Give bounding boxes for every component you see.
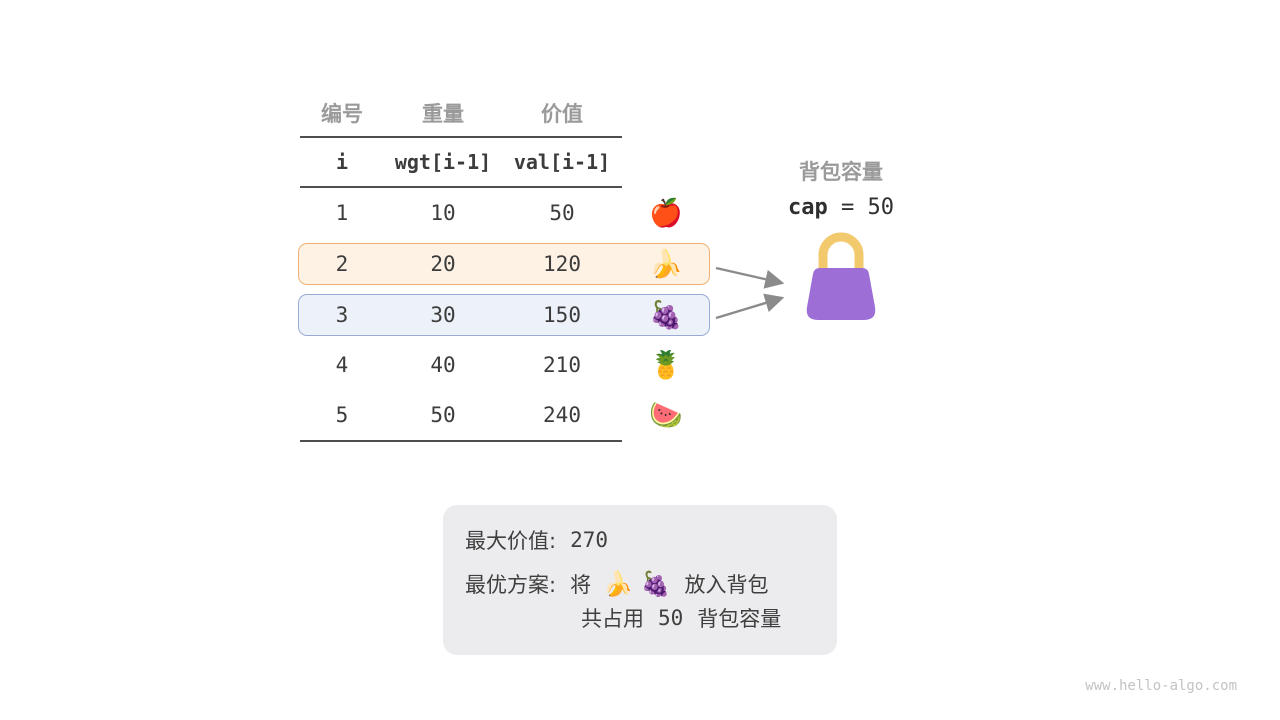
handbag-icon: [806, 232, 876, 320]
table-row: 3 30 150 🍇: [300, 290, 710, 340]
header-weight: 重量: [422, 102, 464, 126]
table-row: 5 50 240 🍉: [300, 390, 710, 440]
plan-fruit-icons: 🍌 🍇: [603, 570, 671, 598]
capacity-equation: cap = 50: [762, 195, 920, 220]
apple-fruit-icon: 🍎: [649, 197, 683, 229]
cell-wgt: 30: [430, 303, 456, 327]
cell-i: 4: [335, 353, 349, 377]
usage-value: 50: [658, 606, 684, 630]
plan-post-text: 放入背包: [684, 573, 769, 597]
cell-val: 240: [543, 403, 581, 427]
arrow-banana-to-bag: [715, 266, 785, 289]
cap-variable: cap: [788, 195, 828, 220]
table-rule-top: [300, 136, 622, 138]
cell-wgt: 40: [430, 353, 456, 377]
cell-val: 50: [549, 201, 575, 225]
table-row: 4 40 210 🍍: [300, 340, 710, 390]
grapes-fruit-icon: 🍇: [649, 299, 683, 331]
banana-fruit-icon: 🍌: [649, 248, 683, 280]
cell-wgt: 20: [430, 252, 456, 276]
knapsack-capacity-title: 背包容量: [799, 160, 883, 184]
watermelon-fruit-icon: 🍉: [649, 399, 683, 431]
arrow-grapes-to-bag: [715, 293, 785, 320]
cell-i: 3: [335, 303, 349, 327]
header-i: i: [335, 150, 349, 174]
row-highlight-banana: [298, 243, 710, 285]
max-value: 270: [570, 528, 609, 552]
selection-arrows: [715, 266, 785, 320]
max-value-line: 最大价值: 270: [465, 523, 815, 557]
table-row: 1 10 50 🍎: [300, 188, 710, 238]
table-rule-bottom: [300, 440, 622, 442]
cap-value: = 50: [841, 195, 894, 220]
optimal-plan-line: 最优方案: 将 🍌 🍇 放入背包: [465, 567, 815, 601]
header-val: val[i-1]: [513, 150, 611, 174]
table-row: 2 20 120 🍌: [300, 239, 710, 289]
pineapple-fruit-icon: 🍍: [649, 349, 683, 381]
header-value: 价值: [541, 102, 583, 126]
table-rule-header: [300, 186, 622, 188]
max-value-label: 最大价值:: [465, 529, 557, 553]
cell-wgt: 50: [430, 403, 456, 427]
result-box: 最大价值: 270 最优方案: 将 🍌 🍇 放入背包 共占用 50 背包容量: [443, 505, 837, 655]
row-highlight-grapes: [298, 294, 710, 336]
cell-i: 2: [335, 252, 349, 276]
cell-val: 210: [543, 353, 581, 377]
cell-i: 1: [335, 201, 349, 225]
usage-post-text: 背包容量: [697, 607, 782, 631]
cell-i: 5: [335, 403, 349, 427]
table-header-chinese: 编号 重量 价值: [300, 90, 710, 136]
table-header-code: i wgt[i-1] val[i-1]: [300, 138, 710, 186]
site-watermark: www.hello-algo.com: [1085, 678, 1237, 694]
cell-wgt: 10: [430, 201, 456, 225]
plan-pre-text: 将: [570, 573, 592, 597]
usage-line: 共占用 50 背包容量: [465, 601, 815, 635]
header-wgt: wgt[i-1]: [394, 150, 492, 174]
cell-val: 120: [543, 252, 581, 276]
usage-pre-text: 共占用: [581, 607, 644, 631]
header-number: 编号: [321, 102, 363, 126]
knapsack-panel: 背包容量 cap = 50: [762, 156, 920, 324]
optimal-plan-label: 最优方案:: [465, 573, 557, 597]
cell-val: 150: [543, 303, 581, 327]
